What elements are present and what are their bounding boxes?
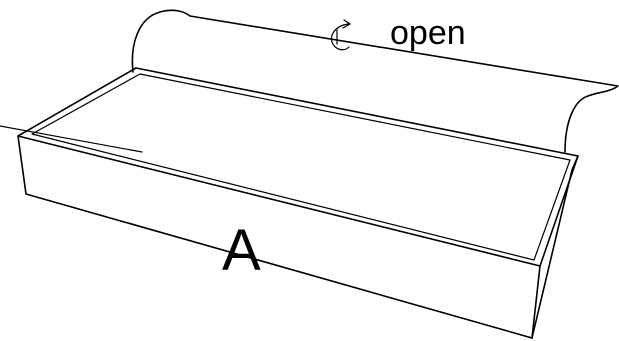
box-right-face: [531, 155, 579, 339]
open-label: open: [390, 14, 466, 52]
box-front-face: [17, 135, 541, 339]
pointer-line: [0, 125, 143, 153]
box-label-a: A: [222, 218, 261, 283]
box-top-inner: [31, 73, 571, 261]
box-top-outer: [17, 67, 579, 267]
curved-arrow-icon: [330, 19, 351, 51]
lid-flap-outline: [131, 9, 619, 153]
